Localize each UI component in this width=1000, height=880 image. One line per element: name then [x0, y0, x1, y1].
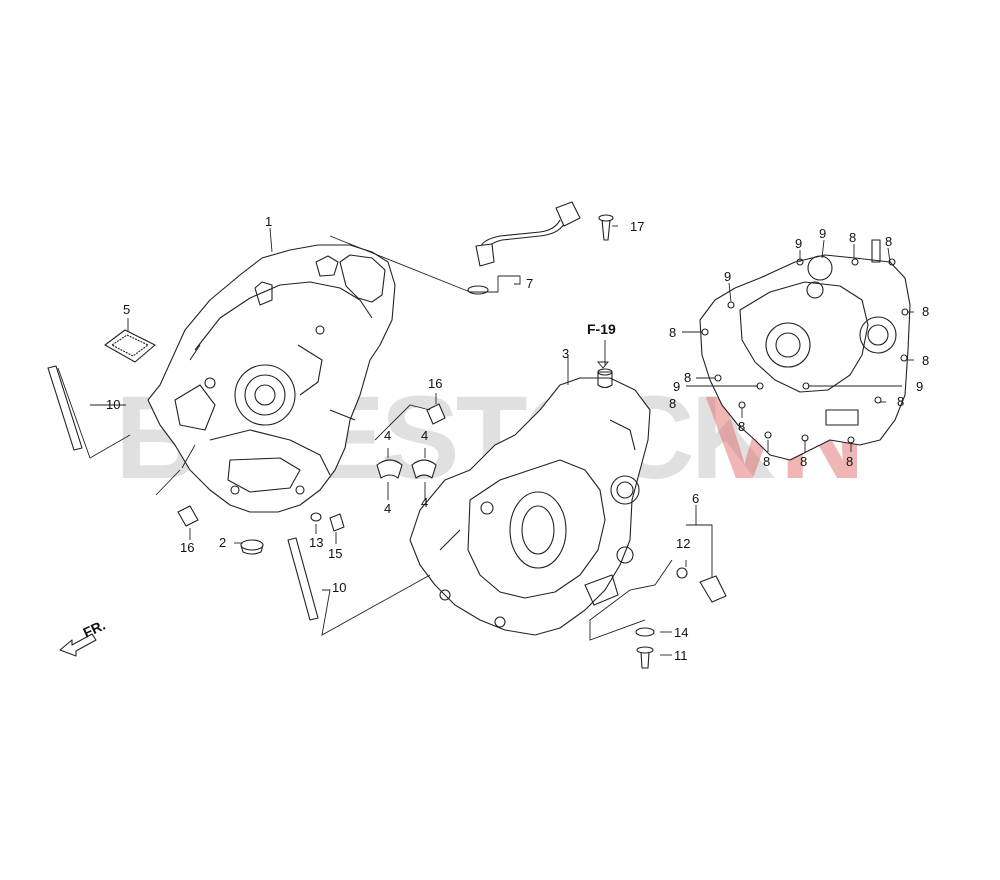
callout-1: 1: [265, 214, 272, 229]
callout-3: 3: [562, 346, 569, 361]
cover-callout-8-l: 8: [669, 396, 676, 411]
left-crankcase[interactable]: [147, 244, 396, 513]
cover-callout-9-d: 9: [673, 379, 680, 394]
stud-bolt-upper[interactable]: [47, 365, 83, 451]
callout-13: 13: [309, 535, 323, 550]
cover-callout-8-d: 8: [922, 304, 929, 319]
cover-callout-8-a: 8: [849, 230, 856, 245]
cover-callout-9-a: 9: [795, 236, 802, 251]
callout-16-left: 16: [180, 540, 194, 555]
cover-callout-8-c: 8: [669, 325, 676, 340]
cover-callout-8-e: 8: [922, 353, 929, 368]
sensor-harness[interactable]: [467, 201, 581, 295]
bearing-shell-right[interactable]: [411, 459, 437, 479]
right-crankcase[interactable]: [409, 368, 651, 636]
cover-callout-8-j: 8: [763, 454, 770, 469]
cover-callout-8-b: 8: [885, 234, 892, 249]
callout-14: 14: [674, 625, 688, 640]
dowel-pin-left[interactable]: [177, 505, 199, 527]
callout-4-lower-right: 4: [421, 495, 428, 510]
cover-callout-9-e: 9: [916, 379, 923, 394]
callout-5: 5: [123, 302, 130, 317]
oil-strainer-screen[interactable]: [104, 329, 156, 363]
leader-lines: [57, 225, 914, 657]
stud-bolt-lower[interactable]: [287, 537, 319, 621]
drain-plug[interactable]: [240, 539, 264, 555]
front-direction-label: FR.: [81, 617, 108, 641]
flange-bolt[interactable]: [636, 646, 654, 669]
callout-10-upper: 10: [106, 397, 120, 412]
callout-4-upper-right: 4: [421, 428, 428, 443]
callout-6: 6: [692, 491, 699, 506]
cover-callout-8-h: 8: [738, 419, 745, 434]
cover-callout-8-k: 8: [846, 454, 853, 469]
bearing-shell-left[interactable]: [376, 459, 403, 479]
reference-f19: F-19: [587, 321, 616, 337]
cover-callout-9-c: 9: [724, 269, 731, 284]
callout-17: 17: [630, 219, 644, 234]
washer[interactable]: [635, 627, 655, 637]
crankcase-gasket-view[interactable]: [699, 239, 911, 461]
callout-7: 7: [526, 276, 533, 291]
callout-labels: 1 2 3 4 4 4 4 5 6 7 10 10 11 12 13 14 15…: [81, 214, 930, 663]
callout-4-upper-left: 4: [384, 428, 391, 443]
callout-11: 11: [674, 648, 688, 663]
callout-15: 15: [328, 546, 342, 561]
neutral-switch[interactable]: [676, 567, 727, 603]
cover-callout-9-b: 9: [819, 226, 826, 241]
collar[interactable]: [329, 513, 345, 532]
dowel-pin-center[interactable]: [426, 403, 446, 425]
cover-callout-8-i: 8: [800, 454, 807, 469]
callout-10-lower: 10: [332, 580, 346, 595]
callout-16-center: 16: [428, 376, 442, 391]
callout-12: 12: [676, 536, 690, 551]
callout-2: 2: [219, 535, 226, 550]
cover-callout-8-g: 8: [897, 394, 904, 409]
sensor-bolt[interactable]: [598, 214, 614, 241]
o-ring[interactable]: [310, 512, 322, 522]
callout-4-lower-left: 4: [384, 501, 391, 516]
cover-callout-8-f: 8: [684, 370, 691, 385]
